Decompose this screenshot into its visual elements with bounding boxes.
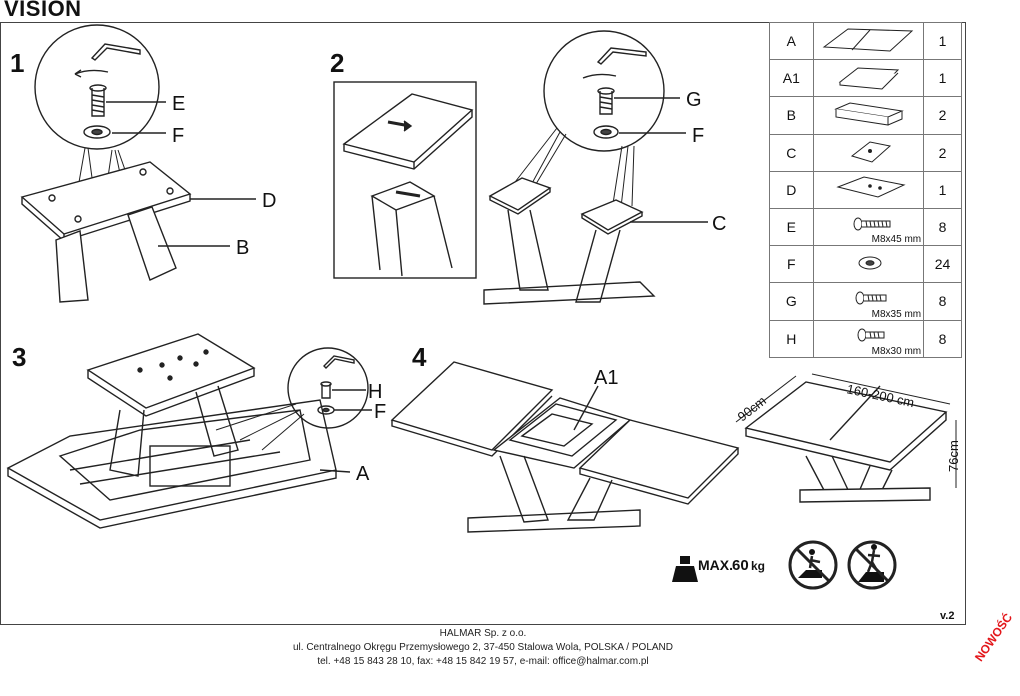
parts-row: A1 1	[769, 59, 962, 98]
step2-plate-c-detail	[342, 93, 474, 170]
step2-wrench-icon	[596, 47, 647, 65]
step-number-3: 3	[12, 342, 26, 372]
part-picture-f	[812, 245, 925, 284]
part-qty: 1	[923, 59, 962, 98]
base-plate-icon	[836, 176, 906, 198]
part-code: F	[769, 245, 814, 284]
part-qty: 1	[923, 21, 962, 61]
part-code: A	[769, 21, 814, 61]
part-qty: 1	[923, 170, 962, 209]
step3-label-a: A	[356, 463, 370, 485]
part-picture-h: M8x30 mm	[812, 319, 925, 358]
document-title: VISION	[4, 0, 82, 21]
washer-icon	[858, 256, 882, 270]
step3-base-inverted	[86, 333, 256, 477]
extension-leaf-icon	[839, 67, 900, 90]
max-load-unit: kg	[751, 559, 765, 573]
step2-label-g: G	[686, 89, 702, 111]
part-code: A1	[769, 59, 814, 98]
part-qty: 8	[923, 282, 962, 321]
part-code: G	[769, 282, 814, 321]
part-picture-d	[812, 170, 925, 209]
step2-base-assembly	[483, 177, 656, 305]
step3-detail-circle	[287, 347, 369, 429]
max-load-value: 60	[732, 557, 749, 574]
bolt-m8x35-icon	[855, 291, 887, 305]
part-spec: M8x30 mm	[871, 345, 922, 357]
step2-detail-box	[333, 81, 477, 279]
parts-row: C 2	[769, 133, 962, 172]
no-sitting-warning-icon	[788, 540, 838, 590]
step-number-4: 4	[412, 342, 427, 372]
dimension-drawing	[735, 373, 957, 503]
parts-row: F 24	[769, 245, 962, 284]
step1-label-e: E	[172, 93, 185, 115]
step2-washer-icon	[593, 125, 619, 139]
step3-tabletop-a	[6, 399, 337, 529]
dimension-height: 76cm	[946, 440, 961, 472]
max-load-prefix: MAX.	[698, 557, 733, 573]
step-number-1: 1	[10, 48, 24, 78]
step3-label-h: H	[368, 381, 382, 403]
parts-table: A 1 A1 1 B 2 C 2	[769, 21, 962, 358]
step4-label-a1: A1	[594, 367, 618, 389]
step2-label-c: C	[712, 213, 726, 235]
part-code: H	[769, 319, 814, 358]
step2-detail-circle	[543, 30, 665, 152]
part-code: C	[769, 133, 814, 172]
footer-company: HALMAR Sp. z o.o.	[439, 628, 527, 639]
mounting-plate-icon	[851, 141, 892, 163]
part-picture-c	[812, 133, 925, 172]
footer-contact: tel. +48 15 843 28 10, fax: +48 15 842 1…	[317, 656, 649, 667]
parts-row: H M8x30 mm 8	[769, 319, 962, 358]
tabletop-icon	[822, 28, 914, 52]
step-number-2: 2	[330, 48, 344, 78]
part-code: B	[769, 96, 814, 135]
step3-screw-icon	[320, 381, 332, 399]
leg-beam-icon	[834, 102, 905, 126]
step2-screw-icon	[597, 87, 615, 115]
parts-row: A 1	[769, 21, 962, 61]
part-qty: 24	[923, 245, 962, 284]
part-qty: 2	[923, 133, 962, 172]
step1-screw-icon	[89, 84, 107, 117]
part-picture-g: M8x35 mm	[812, 282, 925, 321]
step3-wrench-icon	[323, 355, 355, 369]
part-picture-a	[812, 21, 925, 61]
step1-detail-circle	[34, 24, 160, 150]
step2-label-f: F	[692, 125, 704, 147]
part-code: D	[769, 170, 814, 209]
step2-leg-detail	[370, 181, 453, 277]
footer-address: ul. Centralnego Okręgu Przemysłowego 2, …	[292, 642, 673, 653]
part-picture-b	[812, 96, 925, 135]
step3-label-f: F	[374, 401, 386, 423]
bolt-m8x45-icon	[853, 217, 891, 231]
part-picture-e: M8x45 mm	[812, 207, 925, 247]
version-label: v.2	[940, 610, 955, 622]
step1-leg-b	[55, 206, 177, 303]
part-qty: 2	[923, 96, 962, 135]
step1-label-b: B	[236, 237, 249, 259]
weight-icon	[672, 556, 698, 582]
bolt-m8x30-icon	[857, 328, 885, 342]
part-code: E	[769, 207, 814, 247]
step1-plate-d	[20, 161, 192, 242]
instruction-frame	[0, 22, 966, 625]
step1-label-d: D	[262, 190, 276, 212]
parts-row: E M8x45 mm 8	[769, 207, 962, 247]
parts-row: D 1	[769, 170, 962, 209]
parts-row: B 2	[769, 96, 962, 135]
part-qty: 8	[923, 319, 962, 358]
no-standing-warning-icon	[847, 540, 897, 590]
parts-row: G M8x35 mm 8	[769, 282, 962, 321]
step4-extended-table	[390, 361, 740, 533]
step1-washer-icon	[83, 125, 111, 139]
step1-label-f: F	[172, 125, 184, 147]
part-qty: 8	[923, 207, 962, 247]
part-spec: M8x45 mm	[871, 234, 922, 246]
part-spec: M8x35 mm	[871, 308, 922, 320]
part-picture-a1	[812, 59, 925, 98]
step1-wrench-icon	[90, 43, 141, 61]
